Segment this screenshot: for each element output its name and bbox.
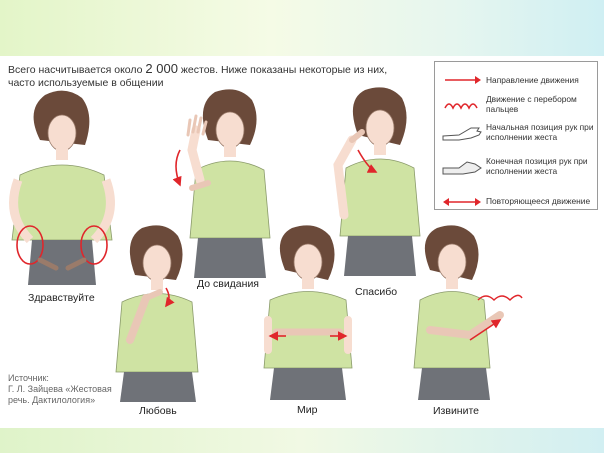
finger-ripple-icon <box>444 103 478 110</box>
figure-goodbye <box>172 89 271 278</box>
legend-text-direction: Направление движения <box>486 75 579 85</box>
red-arrow-icon <box>445 76 481 84</box>
legend-item-direction: Направление движения <box>435 68 599 92</box>
repeat-arrow-icon <box>443 198 481 206</box>
source-text: Г. Л. Зайцева «Жестовая речь. Дактилолог… <box>8 384 112 405</box>
intro-line1-start: Всего насчитывается около <box>8 64 146 76</box>
legend-item-repeat: Повторяющееся движение <box>435 190 599 210</box>
legend-item-start: Начальная позиция рук при исполнении жес… <box>435 120 599 152</box>
bottom-band <box>0 428 604 453</box>
hand-start-icon <box>442 127 482 141</box>
figure-peace <box>263 225 353 400</box>
intro-text: Всего насчитывается около 2 000 жестов. … <box>8 62 428 90</box>
hand-end-icon <box>442 161 482 175</box>
legend-box: Направление движения Движение с переборо… <box>434 61 598 210</box>
figure-sorry <box>413 225 523 400</box>
caption-hello: Здравствуйте <box>28 292 95 304</box>
legend-item-end: Конечная позиция рук при исполнении жест… <box>435 154 599 186</box>
legend-text-end: Конечная позиция рук при исполнении жест… <box>486 156 588 176</box>
caption-peace: Мир <box>297 404 318 416</box>
caption-love: Любовь <box>139 405 177 417</box>
legend-text-start: Начальная позиция рук при исполнении жес… <box>486 122 594 142</box>
intro-line1-end: жестов. Ниже показаны некоторые из них, <box>177 64 388 76</box>
caption-goodbye: До свидания <box>197 278 259 290</box>
figure-hello <box>9 90 115 285</box>
figure-thanks <box>333 87 421 276</box>
caption-thanks: Спасибо <box>355 286 398 298</box>
intro-line2: часто используемые в общении <box>8 77 164 89</box>
caption-sorry: Извините <box>433 405 479 417</box>
intro-number: 2 000 <box>145 61 178 76</box>
source-note: Источник: Г. Л. Зайцева «Жестовая речь. … <box>8 373 118 406</box>
source-label: Источник: <box>8 373 49 383</box>
legend-text-fingers: Движение с перебором пальцев <box>486 94 577 114</box>
legend-item-fingers: Движение с перебором пальцев <box>435 92 599 116</box>
figure-love <box>115 225 199 402</box>
legend-text-repeat: Повторяющееся движение <box>486 196 591 206</box>
